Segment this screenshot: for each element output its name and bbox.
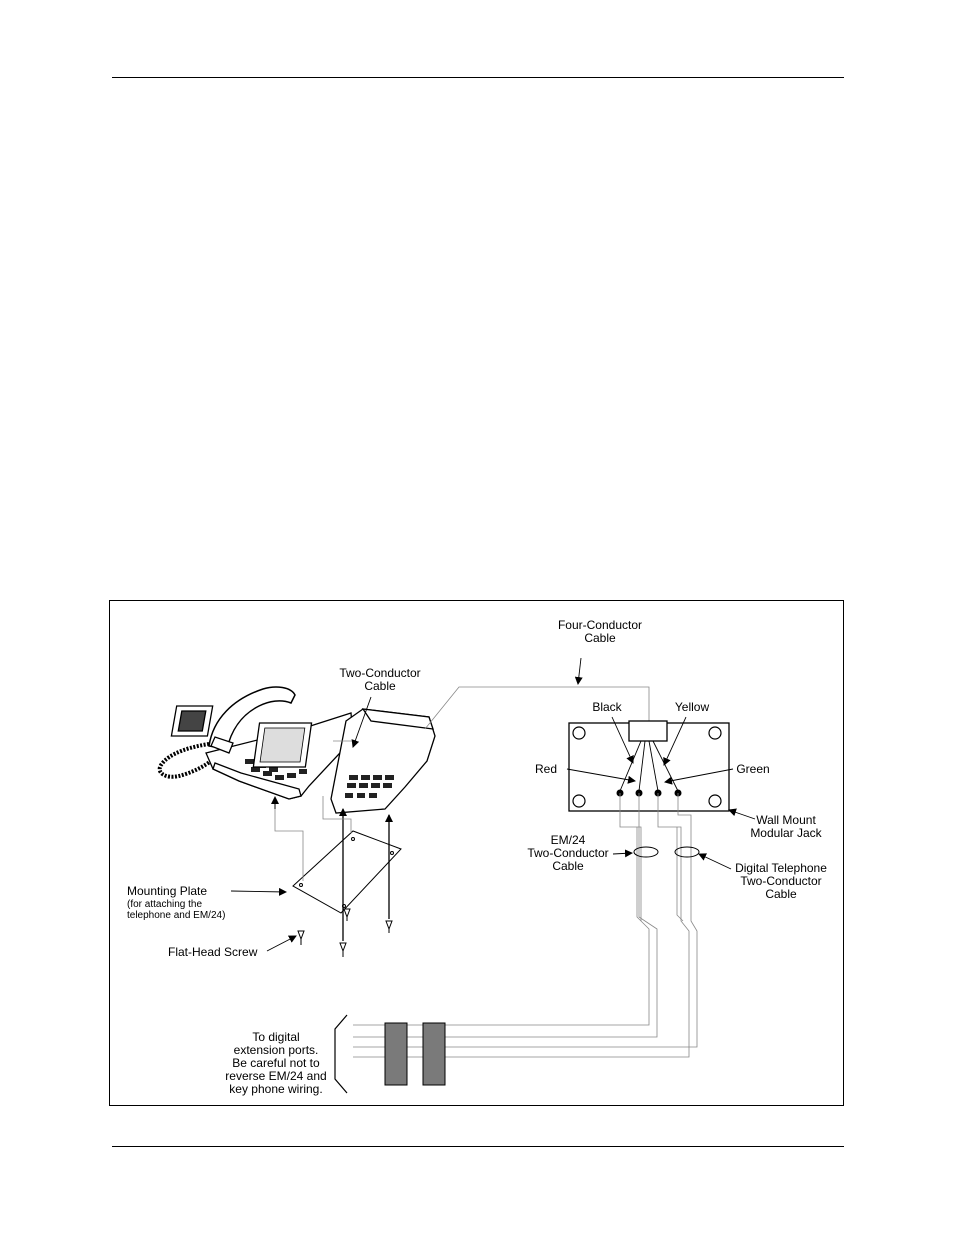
label-ports-3: Be careful not to	[232, 1056, 320, 1070]
label-four-conductor-1: Four-Conductor	[558, 618, 642, 632]
mounting-plate-illustration	[292, 830, 402, 914]
label-two-conductor-1: Two-Conductor	[339, 666, 420, 680]
screw-icons	[297, 908, 393, 957]
wiring-diagram-frame: Four-Conductor Cable Two-Conductor Cable…	[109, 600, 844, 1106]
label-wall-mount-2: Modular Jack	[750, 826, 822, 840]
wiring-diagram: Four-Conductor Cable Two-Conductor Cable…	[127, 618, 827, 1096]
leader-arrows	[230, 657, 756, 952]
cable-runs	[353, 793, 698, 1058]
assembly-arrows	[271, 796, 393, 941]
label-ports-2: extension ports.	[234, 1043, 319, 1057]
cable-sleeves	[633, 846, 700, 858]
label-ports-1: To digital	[252, 1030, 299, 1044]
label-em24-3: Cable	[552, 859, 584, 873]
label-mounting-plate: Mounting Plate	[127, 884, 207, 898]
top-rule	[112, 77, 844, 78]
bracket	[334, 1014, 348, 1094]
label-digital-2: Two-Conductor	[740, 874, 821, 888]
four-conductor-cable	[424, 686, 650, 730]
label-ports-5: key phone wiring.	[229, 1082, 322, 1096]
label-em24-1: EM/24	[551, 833, 586, 847]
assembly-guide-lines	[274, 796, 352, 881]
label-mounting-note-1: (for attaching the	[127, 899, 202, 910]
label-mounting-note-2: telephone and EM/24)	[127, 910, 225, 921]
bottom-rule	[112, 1146, 844, 1147]
label-two-conductor-2: Cable	[364, 679, 396, 693]
label-digital-3: Cable	[765, 887, 797, 901]
connector-blocks	[384, 1022, 446, 1086]
wall-mount-jack	[568, 720, 730, 812]
label-black: Black	[592, 700, 622, 714]
label-yellow: Yellow	[675, 700, 710, 714]
label-ports-4: reverse EM/24 and	[225, 1069, 326, 1083]
label-wall-mount-1: Wall Mount	[756, 813, 816, 827]
jack-internal-wires	[619, 740, 679, 792]
label-em24-2: Two-Conductor	[527, 846, 608, 860]
label-red: Red	[535, 762, 557, 776]
label-digital-1: Digital Telephone	[735, 861, 827, 875]
jack-socket	[628, 720, 668, 742]
label-flat-head-screw: Flat-Head Screw	[168, 945, 258, 959]
label-four-conductor-2: Cable	[584, 631, 616, 645]
label-green: Green	[736, 762, 769, 776]
jack-screw-holes	[572, 726, 722, 808]
